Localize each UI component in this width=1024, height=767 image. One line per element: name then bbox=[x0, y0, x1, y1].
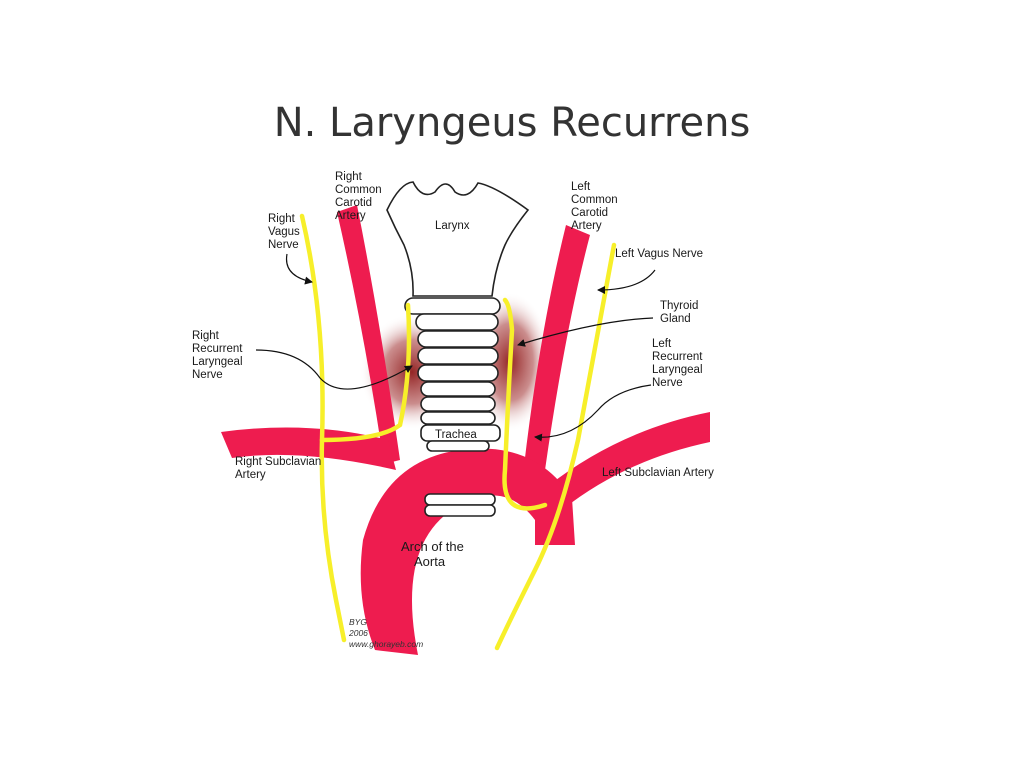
labels: Right Common Carotid Artery Right Vagus … bbox=[192, 171, 714, 649]
label-left-subclavian-artery: Left Subclavian Artery bbox=[602, 467, 714, 479]
tracheal-rings bbox=[404, 297, 501, 442]
larynx bbox=[386, 181, 530, 297]
label-left-vagus-nerve: Left Vagus Nerve bbox=[615, 248, 703, 260]
left-subclavian-artery bbox=[548, 412, 710, 510]
label-right-subclavian-artery: Right Subclavian Artery bbox=[235, 456, 325, 481]
arteries-upper bbox=[337, 205, 590, 470]
right-common-carotid-artery bbox=[337, 205, 400, 464]
larynx-trachea bbox=[386, 181, 530, 517]
label-larynx: Larynx bbox=[435, 220, 470, 232]
label-left-recurrent-laryngeal-nerve: Left Recurrent Laryngeal Nerve bbox=[652, 338, 706, 389]
left-vagus-nerve bbox=[494, 242, 617, 651]
label-trachea: Trachea bbox=[435, 429, 477, 441]
nerves bbox=[299, 213, 617, 651]
left-recurrent-arrow bbox=[534, 384, 652, 442]
left-recurrent-laryngeal-nerve bbox=[502, 297, 548, 511]
aortic-arch bbox=[360, 448, 575, 655]
label-aortic-arch: Arch of the Aorta bbox=[401, 539, 468, 569]
label-right-recurrent-laryngeal-nerve: Right Recurrent Laryngeal Nerve bbox=[192, 330, 246, 381]
slide-title: N. Laryngeus Recurrens bbox=[273, 100, 751, 146]
label-arrows bbox=[255, 253, 656, 442]
label-left-common-carotid: Left Common Carotid Artery bbox=[571, 181, 621, 232]
credit-text: BYG 2006 www.ghorayeb.com bbox=[348, 617, 423, 649]
label-right-vagus-nerve: Right Vagus Nerve bbox=[268, 213, 303, 251]
right-vagus-nerve bbox=[299, 213, 347, 643]
thyroid-arrow bbox=[517, 317, 654, 347]
lower-trachea bbox=[424, 440, 496, 517]
label-right-common-carotid: Right Common Carotid Artery bbox=[335, 171, 385, 222]
right-vagus-arrow bbox=[285, 253, 313, 285]
right-recurrent-laryngeal-nerve bbox=[319, 302, 412, 443]
label-thyroid-gland: Thyroid Gland bbox=[660, 300, 702, 325]
left-common-carotid-artery bbox=[524, 225, 590, 470]
right-recurrent-arrow bbox=[255, 349, 413, 390]
left-vagus-arrow bbox=[597, 269, 656, 294]
